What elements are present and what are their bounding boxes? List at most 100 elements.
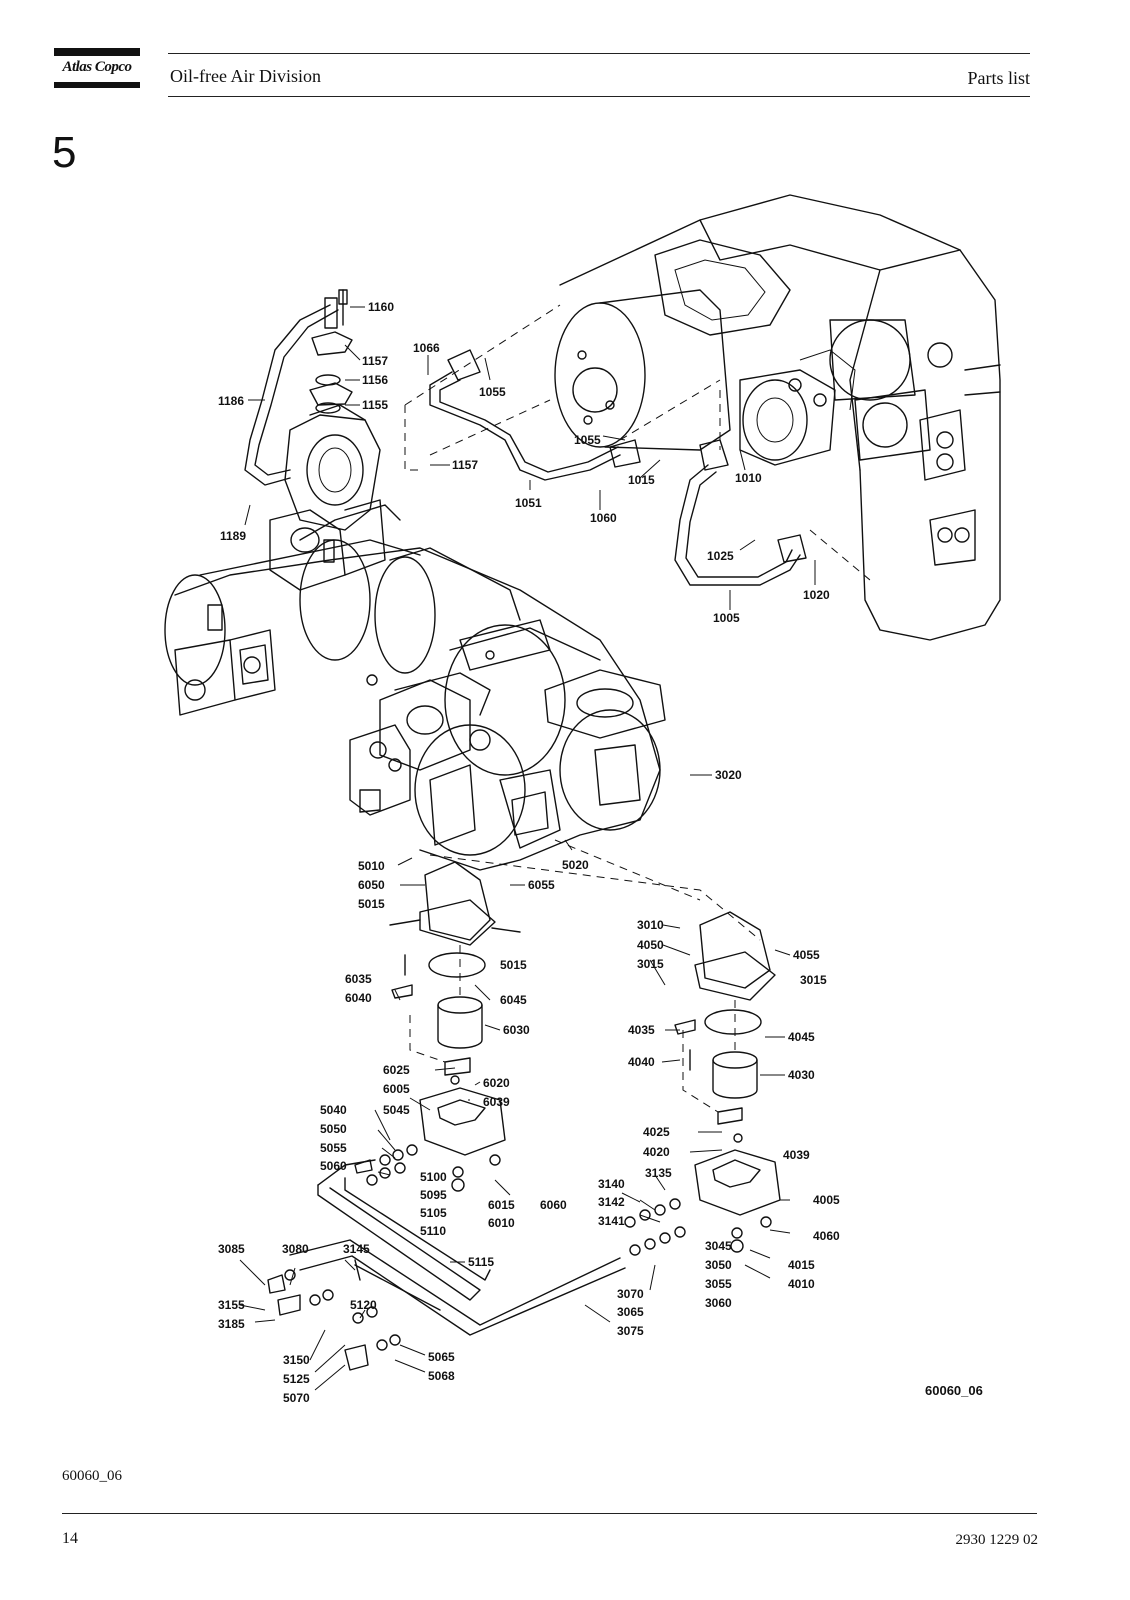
- callout-label: 6060: [540, 1198, 567, 1212]
- pipe-1005: [674, 439, 807, 586]
- callout-label: 3055: [705, 1277, 732, 1291]
- callout-label: 3020: [715, 768, 742, 782]
- callout-label: 3155: [218, 1298, 245, 1312]
- callout-label: 3141: [598, 1214, 625, 1228]
- callout-label: 4045: [788, 1030, 815, 1044]
- callout-label: 5040: [320, 1103, 347, 1117]
- callout-label: 1160: [368, 300, 394, 314]
- callout-label: 1189: [220, 529, 246, 543]
- footer-rule: [62, 1513, 1037, 1514]
- callout-label: 1060: [590, 511, 617, 525]
- callout-label: 1010: [735, 471, 762, 485]
- callout-label: 6010: [488, 1216, 515, 1230]
- callout-label: 1156: [362, 373, 388, 387]
- section-number: 5: [52, 128, 77, 177]
- callout-label: 4050: [637, 938, 664, 952]
- callout-label: 1066: [413, 341, 440, 355]
- callout-label: 5068: [428, 1369, 455, 1383]
- page-number: 14: [62, 1530, 78, 1547]
- callout-label: 6030: [503, 1023, 530, 1037]
- callout-label: 6025: [383, 1063, 410, 1077]
- header-rule-top: [168, 53, 1030, 54]
- pipe-1051: [429, 349, 641, 481]
- callout-label: 3010: [637, 918, 664, 932]
- check-valve-assembly: [269, 404, 386, 591]
- callout-label: 1051: [515, 496, 542, 510]
- middle-casing: [349, 669, 666, 856]
- callout-label: 5095: [420, 1188, 447, 1202]
- callout-label: 1015: [628, 473, 655, 487]
- callout-label: 3135: [645, 1166, 672, 1180]
- callout-label: 3140: [598, 1177, 625, 1191]
- callout-label: 3080: [282, 1242, 309, 1256]
- drain-pipes: [289, 1159, 626, 1336]
- callout-label: 1005: [713, 611, 740, 625]
- logo-bar-bottom: [54, 82, 140, 88]
- callout-label: 3015: [800, 973, 827, 987]
- callout-label: 1157: [362, 354, 388, 368]
- callout-label: 6045: [500, 993, 527, 1007]
- callout-label: 6035: [345, 972, 372, 986]
- callout-label: 5105: [420, 1206, 447, 1220]
- callout-label: 1055: [574, 433, 601, 447]
- callout-label: 3185: [218, 1317, 245, 1331]
- callout-label: 3045: [705, 1239, 732, 1253]
- callout-label: 3060: [705, 1296, 732, 1310]
- callout-label: 1020: [803, 588, 830, 602]
- figure-reference: 60060_06: [62, 1468, 122, 1484]
- callout-label: 3075: [617, 1324, 644, 1338]
- callout-label: 4039: [783, 1148, 810, 1162]
- logo-bar-top: [54, 48, 140, 56]
- leader-lines: [239, 306, 816, 1391]
- document-number: 2930 1229 02: [955, 1532, 1039, 1548]
- callout-label: 4025: [643, 1125, 670, 1139]
- callout-label: 3070: [617, 1287, 644, 1301]
- callout-label: 4055: [793, 948, 820, 962]
- left-end-casing: [174, 604, 276, 716]
- header-rule-bottom: [168, 96, 1030, 97]
- callout-label: 5060: [320, 1159, 347, 1173]
- left-mounting-foot-assembly: [389, 861, 521, 1192]
- assembly-lines-upper: [404, 304, 871, 941]
- callout-label: 4030: [788, 1068, 815, 1082]
- callout-label: 6005: [383, 1082, 410, 1096]
- callout-label: 1157: [452, 458, 478, 472]
- callout-label: 6050: [358, 878, 385, 892]
- callout-label: 4015: [788, 1258, 815, 1272]
- gasket-stack-upper: [309, 289, 353, 414]
- compressor-element-upper: [554, 289, 856, 466]
- callout-label: 3015: [637, 957, 664, 971]
- callout-label: 3150: [283, 1353, 310, 1367]
- callout-label: 6055: [528, 878, 555, 892]
- callout-labels: 1160 1157 1156 1155 1186 1066 1055 1055 …: [218, 300, 840, 1405]
- pipe-1186: [244, 297, 339, 486]
- callout-label: 3142: [598, 1195, 625, 1209]
- callout-label: 5045: [383, 1103, 410, 1117]
- callout-label: 4040: [628, 1055, 655, 1069]
- callout-label: 5055: [320, 1141, 347, 1155]
- callout-label: 5100: [420, 1170, 447, 1184]
- division-name: Oil-free Air Division: [170, 66, 321, 86]
- callout-label: 6040: [345, 991, 372, 1005]
- callout-label: 5110: [420, 1224, 446, 1238]
- callout-label: 4035: [628, 1023, 655, 1037]
- gearbox-housing: [559, 194, 1001, 641]
- callout-label: 6039: [483, 1095, 510, 1109]
- callout-label: 5120: [350, 1298, 377, 1312]
- callout-label: 5015: [358, 897, 385, 911]
- callout-label: 4060: [813, 1229, 840, 1243]
- callout-label: 1186: [218, 394, 244, 408]
- callout-label: 4020: [643, 1145, 670, 1159]
- callout-label: 1025: [707, 549, 734, 563]
- callout-label: 5065: [428, 1350, 455, 1364]
- callout-label: 5070: [283, 1391, 310, 1405]
- logo-text: Atlas Copco: [62, 59, 132, 75]
- callout-label: 3145: [343, 1242, 370, 1256]
- callout-label: 3065: [617, 1305, 644, 1319]
- callout-label: 5010: [358, 859, 385, 873]
- compressor-main-body: [164, 504, 661, 871]
- callout-label: 5125: [283, 1372, 310, 1386]
- callout-label: 6020: [483, 1076, 510, 1090]
